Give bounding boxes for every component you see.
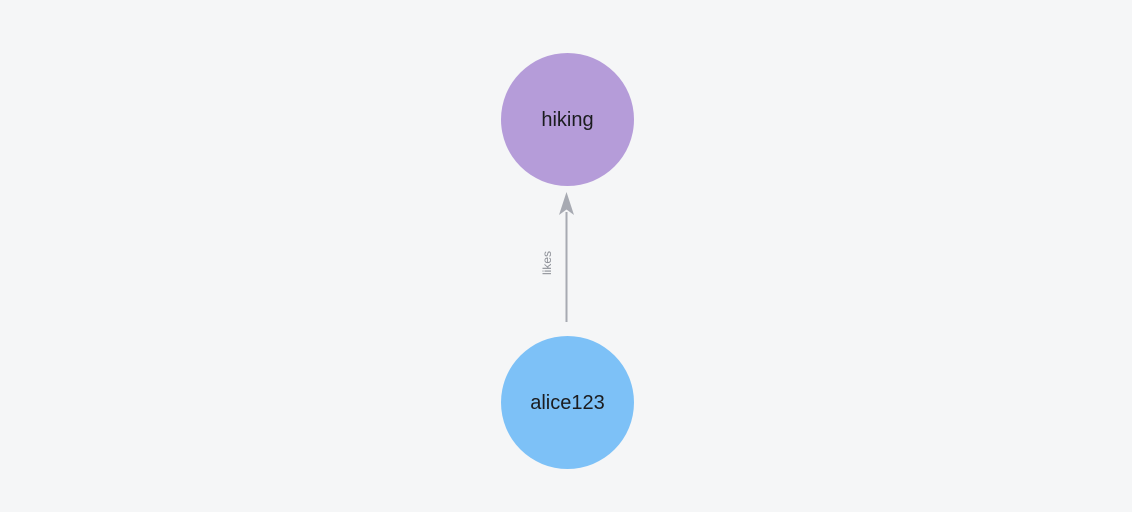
edge-label: likes: [540, 251, 554, 275]
node-alice123-label: alice123: [530, 391, 605, 414]
node-hiking-label: hiking: [541, 108, 594, 131]
node-alice123[interactable]: alice123: [501, 336, 634, 469]
edge-arrowhead: [559, 192, 574, 215]
node-hiking[interactable]: hiking: [501, 53, 634, 186]
